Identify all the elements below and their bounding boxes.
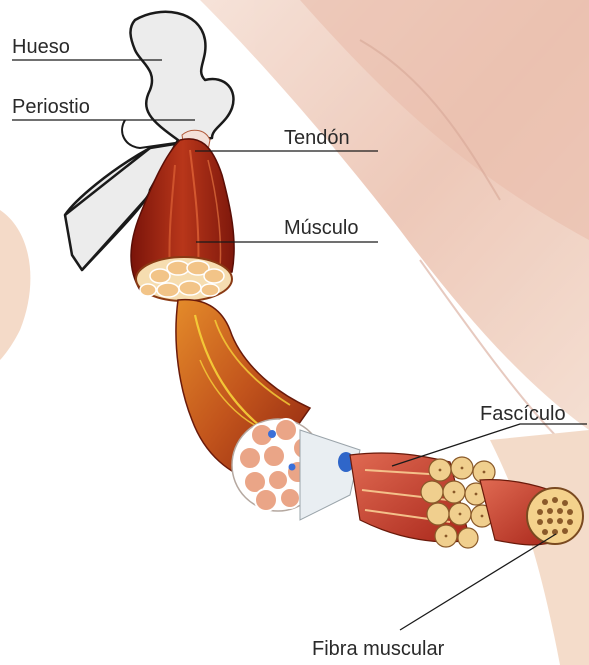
label-musculo: Músculo xyxy=(284,217,358,239)
label-periostio: Periostio xyxy=(12,96,90,118)
label-fasciculo: Fascículo xyxy=(480,403,566,425)
label-fibra-muscular: Fibra muscular xyxy=(312,638,444,660)
connective-sheath xyxy=(300,430,360,520)
fascicle-bundle xyxy=(350,453,508,548)
leader-fibra xyxy=(400,534,556,630)
label-tendon: Tendón xyxy=(284,127,350,149)
label-hueso: Hueso xyxy=(12,36,70,58)
